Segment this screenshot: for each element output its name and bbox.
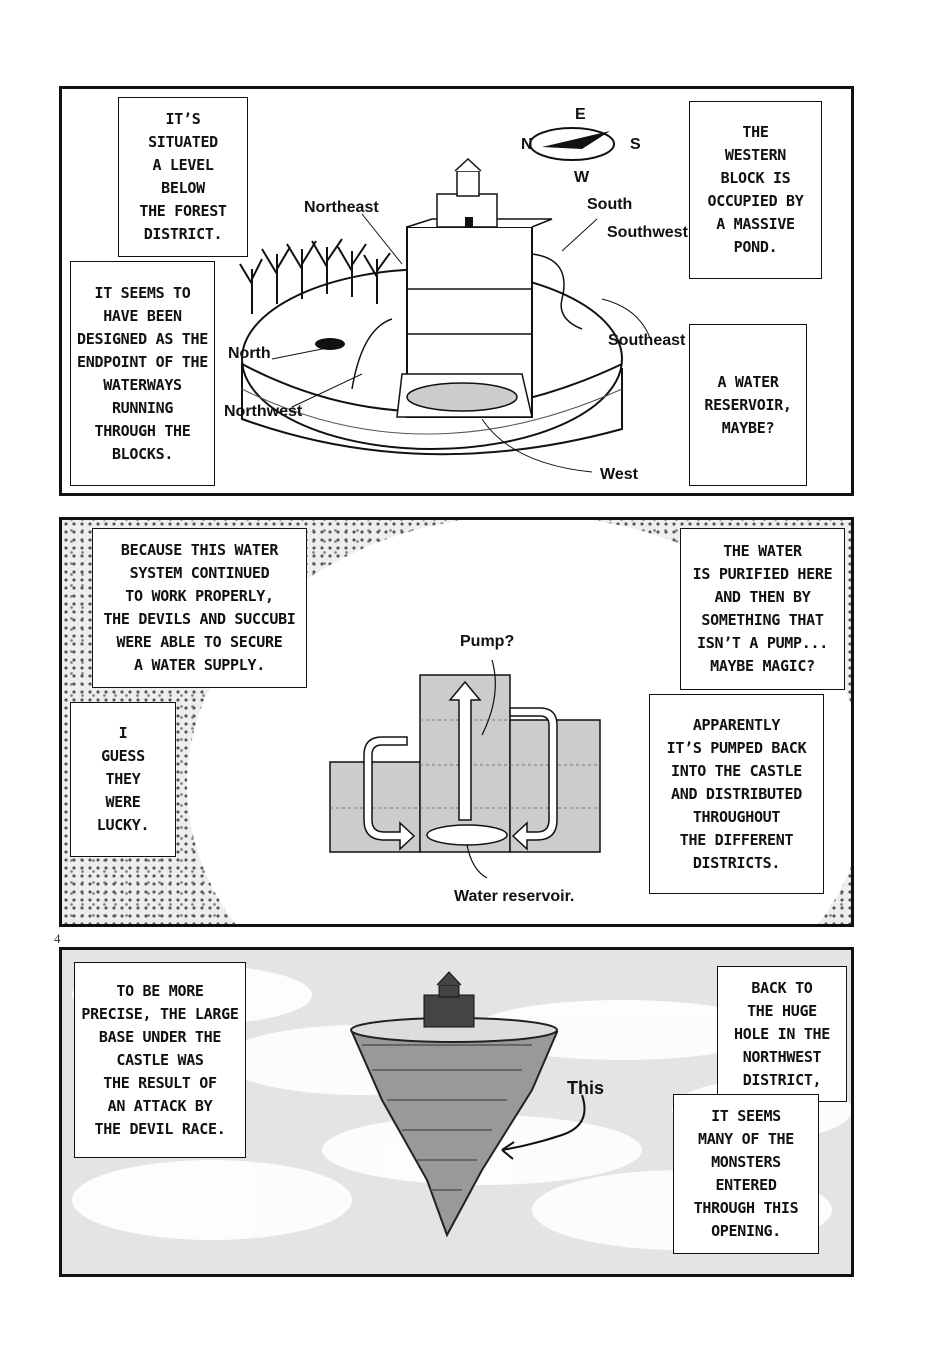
label-this: This (567, 1078, 605, 1098)
caption-water-reservoir: A WATER RESERVOIR, MAYBE? (689, 324, 807, 486)
label-southwest: Southwest (607, 224, 688, 241)
castle-map-illustration (239, 127, 653, 473)
label-southeast: Southeast (608, 332, 686, 349)
compass-west: W (574, 169, 590, 186)
caption-more-precise: TO BE MORE PRECISE, THE LARGE BASE UNDER… (74, 962, 246, 1158)
caption-pumped-back: APPARENTLY IT’S PUMPED BACK INTO THE CAS… (649, 694, 824, 894)
label-pump: Pump? (460, 633, 515, 650)
compass-east: E (575, 106, 586, 123)
compass-south: S (630, 136, 641, 153)
caption-water-system: BECAUSE THIS WATER SYSTEM CONTINUED TO W… (92, 528, 307, 688)
compass-north: N (521, 136, 533, 153)
panel-castle-map: E N S W Northeast South Southwest Southe… (59, 86, 854, 496)
label-water-reservoir: Water reservoir. (454, 888, 575, 905)
label-northwest: Northwest (224, 403, 303, 420)
caption-below-forest: IT’S SITUATED A LEVEL BELOW THE FOREST D… (118, 97, 248, 257)
caption-lucky: I GUESS THEY WERE LUCKY. (70, 702, 176, 857)
panel-water-system: Pump? Water reservoir. BECAUSE THIS WATE… (59, 517, 854, 927)
caption-western-block: THE WESTERN BLOCK IS OCCUPIED BY A MASSI… (689, 101, 822, 279)
panel-floating-island: This TO BE MORE PRECISE, THE LARGE BASE … (59, 947, 854, 1277)
caption-monsters-entered: IT SEEMS MANY OF THE MONSTERS ENTERED TH… (673, 1094, 819, 1254)
label-south: South (587, 196, 633, 213)
label-west: West (600, 466, 638, 483)
caption-back-to-hole: BACK TO THE HUGE HOLE IN THE NORTHWEST D… (717, 966, 847, 1102)
page-number: 4 (54, 931, 61, 946)
label-northeast: Northeast (304, 199, 379, 216)
caption-endpoint: IT SEEMS TO HAVE BEEN DESIGNED AS THE EN… (70, 261, 215, 486)
label-north: North (228, 345, 271, 362)
caption-purified: THE WATER IS PURIFIED HERE AND THEN BY S… (680, 528, 845, 690)
